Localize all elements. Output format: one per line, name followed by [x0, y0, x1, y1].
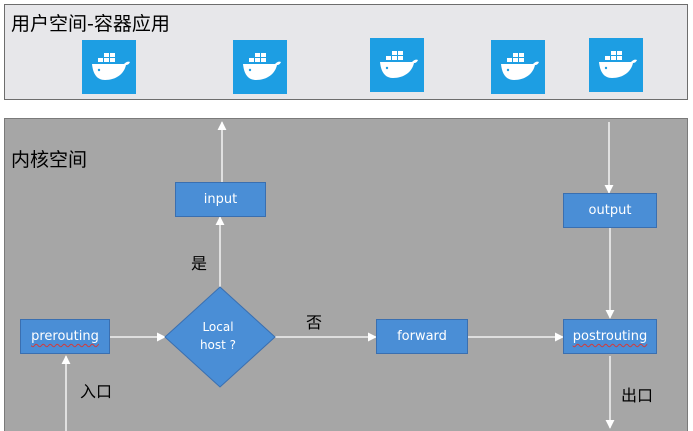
decision-diamond: [164, 286, 276, 388]
input-node-label: input: [203, 192, 238, 207]
user-space-title: 用户空间-容器应用: [11, 13, 170, 35]
postrouting-node: postrouting: [563, 319, 657, 354]
forward-node: forward: [376, 319, 468, 354]
decision-line1: Local: [202, 320, 234, 334]
decision-label: Local host ?: [180, 318, 256, 354]
output-node: output: [563, 193, 657, 228]
edge-label-exit: 出口: [621, 386, 654, 405]
postrouting-node-label: postrouting: [572, 329, 648, 344]
docker-whale-icon: [233, 40, 287, 94]
edge-label-yes: 是: [191, 254, 208, 273]
prerouting-node: prerouting: [20, 319, 110, 354]
output-node-label: output: [588, 203, 632, 218]
docker-whale-icon: [589, 38, 643, 92]
prerouting-node-label: prerouting: [31, 329, 99, 344]
kernel-space-panel: 内核空间: [4, 118, 688, 431]
input-node: input: [175, 182, 266, 217]
edge-label-entry: 入口: [80, 382, 113, 401]
docker-whale-icon: [491, 40, 545, 94]
docker-whale-icon: [82, 40, 136, 94]
kernel-space-title: 内核空间: [11, 149, 88, 171]
forward-node-label: forward: [397, 329, 447, 344]
decision-line2: host ?: [199, 338, 237, 352]
docker-whale-icon: [370, 38, 424, 92]
edge-label-no: 否: [306, 313, 323, 332]
